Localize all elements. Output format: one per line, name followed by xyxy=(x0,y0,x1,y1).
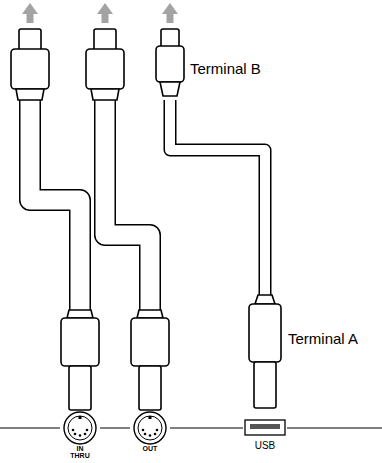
usb-port xyxy=(245,420,285,435)
cables xyxy=(30,95,265,312)
bottom-plugs xyxy=(61,295,281,410)
direction-arrows xyxy=(22,3,178,23)
midi-ports xyxy=(64,412,166,444)
panel-line xyxy=(0,428,382,429)
port-label: IN THRU xyxy=(69,445,91,460)
terminal-label: Terminal A xyxy=(288,330,358,347)
terminal-label: Terminal B xyxy=(190,60,261,77)
top-plugs xyxy=(11,29,184,100)
port-label: USB xyxy=(255,440,276,451)
port-label: OUT xyxy=(139,445,161,452)
